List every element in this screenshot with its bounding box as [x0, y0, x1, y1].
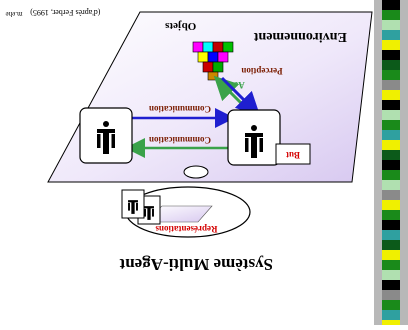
- slide-title: Système Multi-Agent: [119, 255, 273, 274]
- stripe-segment: [382, 150, 400, 160]
- stripe-segment: [382, 260, 400, 270]
- agent-figure-icon: [144, 206, 154, 220]
- stripe-segment: [382, 190, 400, 200]
- stripe-segment: [382, 130, 400, 140]
- stripe-segment: [382, 210, 400, 220]
- representations-bubble: [121, 186, 251, 238]
- stripe-segment: [382, 40, 400, 50]
- stripe-segment: [382, 290, 400, 300]
- citation: (d'après Ferber, 1995): [30, 8, 101, 17]
- stripe-segment: [382, 160, 400, 170]
- stripe-segment: [382, 20, 400, 30]
- stripe-segment: [382, 30, 400, 40]
- stripe-segment: [382, 90, 400, 100]
- decorative-stripe: [374, 0, 408, 330]
- goal-label: But: [286, 150, 300, 160]
- objects-label: Objets: [164, 20, 196, 32]
- stripe-segment: [382, 70, 400, 80]
- stripe-segment: [382, 170, 400, 180]
- stripe-segment: [382, 80, 400, 90]
- perception-label: Perception: [241, 66, 282, 76]
- stripe-segment: [382, 310, 400, 320]
- stripe-segment: [382, 0, 400, 10]
- stripe-segment: [382, 110, 400, 120]
- stripe-segment: [382, 180, 400, 190]
- stripe-segment: [382, 10, 400, 20]
- stripe-segment: [382, 50, 400, 60]
- stripe-segment: [382, 270, 400, 280]
- stripe-segment: [382, 230, 400, 240]
- stripe-segment: [382, 280, 400, 290]
- stripe-segment: [382, 60, 400, 70]
- stripe-segment: [382, 100, 400, 110]
- stripe-segment: [382, 320, 400, 330]
- environment-label: Environnement: [253, 29, 346, 44]
- perception-arrow: [220, 76, 261, 117]
- representations-label: Représentations: [155, 224, 217, 234]
- stripe-segment: [382, 140, 400, 150]
- agent-figure-icon: [245, 125, 263, 158]
- thought-bubble-small: [183, 165, 209, 179]
- communication-label-top: Communication: [149, 104, 211, 114]
- agent-figure-icon: [128, 200, 138, 214]
- stripe-segment: [382, 120, 400, 130]
- goal-box: But: [275, 143, 311, 165]
- stripe-segment: [382, 220, 400, 230]
- objects-cluster: [192, 41, 234, 81]
- agent-box-main: [227, 109, 281, 166]
- stripe-segment: [382, 250, 400, 260]
- stripe-segment: [382, 240, 400, 250]
- agent-figure-icon: [97, 121, 115, 154]
- stripe-segment: [382, 300, 400, 310]
- communication-label-bottom: Communication: [149, 135, 211, 145]
- stripe-segment: [382, 200, 400, 210]
- author: m.ehe: [6, 10, 23, 18]
- agent-box-secondary: [79, 107, 133, 164]
